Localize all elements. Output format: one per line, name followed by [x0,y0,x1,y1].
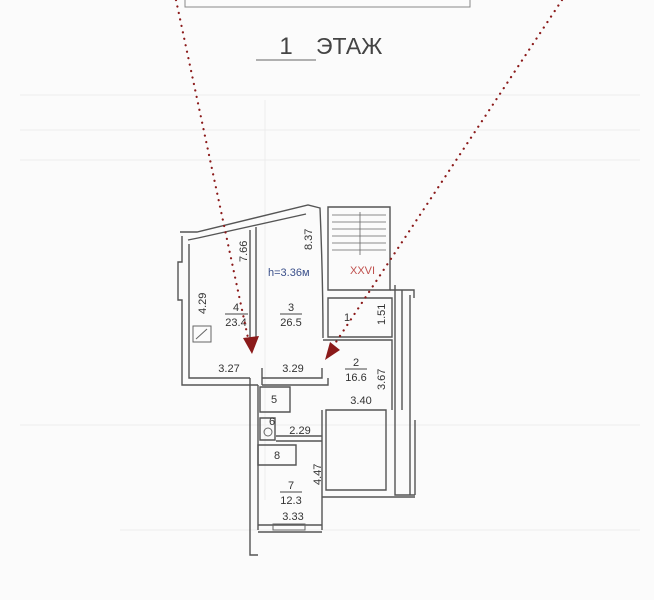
room-2: 2 16.6 [345,357,367,384]
svg-text:2: 2 [353,357,359,369]
dim-room3-length: 8.37 [303,229,315,250]
dim-room2-side: 3.67 [376,369,388,390]
dim-room4-width: 3.27 [218,363,239,375]
room-5: 5 [271,394,277,406]
dim-room4-side: 4.29 [197,293,209,314]
floor-number: 1 [279,33,292,60]
svg-text:26.5: 26.5 [280,317,301,329]
header-box [184,0,471,8]
room-4: 4 23.4 [225,302,248,329]
dim-room1-width: 1.51 [376,304,388,325]
floor-word: ЭТАЖ [316,33,382,59]
walls [177,204,416,556]
dim-room4-length: 7.66 [238,241,250,262]
room-1: 1 [344,312,350,324]
faint-background-table [20,94,640,531]
dim-room7-length: 4.47 [312,464,324,485]
svg-text:3: 3 [288,302,294,314]
dim-room2-width: 3.40 [350,395,371,407]
room-8: 8 [274,450,280,462]
dim-room7-width: 3.33 [282,511,303,523]
dim-corridor-width: 2.29 [289,425,310,437]
dim-room3-width: 3.29 [282,363,303,375]
ceiling-height-label: h=3.36м [268,267,310,279]
pointer-arrow-right [325,0,564,360]
svg-text:7: 7 [288,480,294,492]
room-3: 3 26.5 [280,302,302,329]
stair-label: XXVI [350,265,375,277]
pointer-arrow-left [174,0,259,354]
svg-text:23.4: 23.4 [225,317,246,329]
svg-text:16.6: 16.6 [345,372,366,384]
svg-text:1: 1 [344,312,350,324]
room-6: 6 [269,416,275,428]
room-7: 7 12.3 [280,480,302,507]
svg-text:12.3: 12.3 [280,495,301,507]
svg-text:4: 4 [233,302,239,314]
